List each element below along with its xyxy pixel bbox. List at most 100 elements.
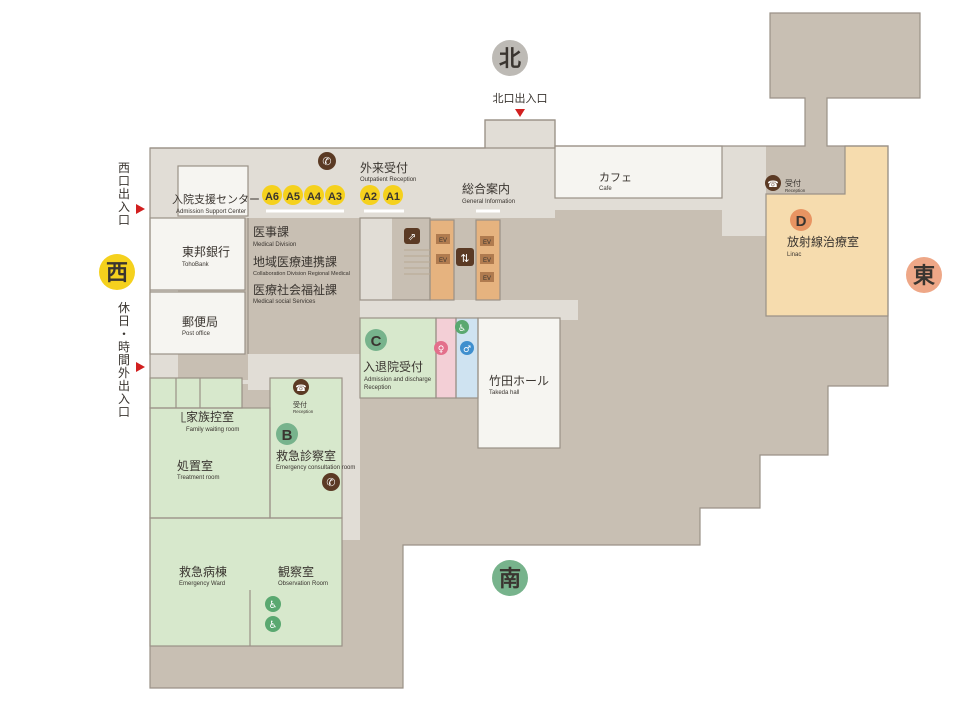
- radiation-therapy-room: [766, 146, 888, 316]
- zone-d: D: [790, 209, 812, 231]
- ev-tag: [480, 236, 494, 246]
- outline-building: [149, 12, 921, 689]
- counter-a3-label: A3: [328, 191, 342, 203]
- compass-north: 北: [492, 40, 528, 76]
- post-office-en: Post office: [182, 331, 211, 337]
- counter-a4: A4: [304, 185, 324, 205]
- east-label: 東: [913, 264, 935, 289]
- social-services-jp: 医療社会福祉課: [253, 282, 337, 297]
- treatment-en: Treatment room: [177, 475, 219, 481]
- cafe-room: [555, 146, 722, 198]
- restroom-female: [436, 318, 456, 398]
- observation-en: Observation Room: [278, 581, 328, 587]
- west-badge: [99, 254, 135, 290]
- counter-a5-badge: [283, 185, 303, 205]
- family-waiting-jp: 家族控室: [186, 409, 234, 424]
- treatment-room: [150, 408, 242, 518]
- zone-b-badge: [276, 423, 298, 445]
- counter-a3: A3: [325, 185, 345, 205]
- emergency-consult-en: Emergency consultation room: [276, 465, 355, 471]
- corridor-east-wing: [150, 380, 360, 384]
- counter-a6-badge: [262, 185, 282, 205]
- phone-icons: ✆ ✆: [318, 152, 340, 491]
- admin-office-block: [248, 218, 360, 354]
- counter-a5-label: A5: [286, 191, 300, 203]
- counter-a2-label: A2: [363, 191, 377, 203]
- wheelchair-icons: ♿ ♿: [265, 596, 281, 632]
- admission-discharge-jp: 入退院受付: [363, 360, 423, 374]
- admission-support-en: Admission Support Center: [176, 209, 246, 215]
- northeast-tower-link: [805, 13, 827, 148]
- reception-b-en: Reception: [293, 409, 314, 414]
- wheelchair-glyph: ♿: [269, 600, 278, 611]
- ev-tag: [436, 234, 450, 244]
- stairs-icon-box: [404, 228, 420, 244]
- outline-elevator-e: [475, 219, 501, 301]
- cafe-en: Cafe: [599, 186, 612, 192]
- west-entrance: 西口出入口: [118, 161, 145, 227]
- emergency-consult-jp: 救急診察室: [276, 448, 336, 463]
- stair-treads: [404, 249, 430, 275]
- reception-b-jp: 受付: [293, 400, 307, 409]
- female-restroom-glyph: ♀: [438, 345, 445, 355]
- medical-division-jp: 医事課: [253, 224, 289, 239]
- elevator-labels: EV EV EV EV EV: [436, 234, 494, 282]
- counter-a3-badge: [325, 185, 345, 205]
- north-badge: [492, 40, 528, 76]
- phone-glyph: ✆: [326, 476, 335, 489]
- counter-a1-badge: [383, 185, 403, 205]
- outpatient-reception-en: Outpatient Reception: [360, 177, 416, 183]
- emergency-consult-room: [270, 378, 342, 518]
- observation-jp: 観察室: [278, 564, 314, 579]
- wheelchair-icon: [265, 616, 281, 632]
- post-office-room: [150, 292, 245, 354]
- ev-tag-label: EV: [483, 276, 491, 282]
- emergency-area: [150, 318, 436, 646]
- northeast-tower: [770, 13, 920, 98]
- white-rooms: [150, 146, 722, 448]
- elevator-hall-icon-glyph: ⇅: [460, 252, 469, 265]
- regional-collab-jp: 地域医療連携課: [253, 254, 337, 269]
- admission-support-jp: 入院支援センター: [172, 192, 260, 206]
- male-restroom-icon: [460, 341, 474, 355]
- emergency-ward-room: [150, 518, 250, 646]
- ev-tag-label: EV: [439, 258, 447, 264]
- west-label: 西: [106, 261, 128, 286]
- stairs-icon: ⇗: [404, 228, 420, 244]
- corridor-lobby: [360, 300, 578, 320]
- outline-stairs: [359, 217, 431, 301]
- compass-east: 東: [906, 257, 942, 293]
- linac-jp: 放射線治療室: [787, 234, 859, 249]
- linac-en: Linac: [787, 252, 801, 258]
- reception-icon-glyph: ☎: [295, 384, 306, 394]
- elevator-hall-icon-box: [456, 248, 474, 266]
- room-labels: 入院支援センター Admission Support Center 外来受付 O…: [172, 161, 859, 587]
- outline-male: [455, 317, 479, 399]
- corridor-north-east: [540, 196, 722, 210]
- treatment-room-annex: [242, 408, 270, 518]
- ev-tag: [480, 272, 494, 282]
- emergency-ward-jp: 救急病棟: [179, 564, 227, 579]
- cafe-jp: カフェ: [599, 171, 632, 184]
- zone-b-label: B: [282, 427, 293, 444]
- admission-support-room: [178, 166, 248, 216]
- zone-c-label: C: [371, 333, 382, 350]
- north-entrance-arrow: [515, 109, 525, 117]
- counter-a6-label: A6: [265, 191, 279, 203]
- admission-discharge-en2: Reception: [364, 385, 391, 391]
- family-waiting-upper-2: [200, 378, 242, 408]
- ev-tag: [436, 254, 450, 264]
- reception-d: ☎ 受付 Reception: [765, 175, 806, 193]
- north-entrance-label: 北口出入口: [493, 91, 548, 105]
- reception-icon-glyph: ☎: [767, 180, 778, 190]
- corridor-north-vestibule: [485, 120, 555, 150]
- zone-b: B: [276, 423, 298, 445]
- counter-a4-badge: [304, 185, 324, 205]
- corridor-east-entry: [722, 146, 766, 236]
- ev-tag-label: EV: [483, 240, 491, 246]
- off-hours-entrance-label: 休日・時間外出入口: [118, 301, 130, 419]
- zone-d-badge: [790, 209, 812, 231]
- treatment-jp: 処置室: [177, 458, 213, 473]
- compass-south: 南: [492, 560, 528, 596]
- takeda-hall-en: Takeda hall: [489, 390, 519, 396]
